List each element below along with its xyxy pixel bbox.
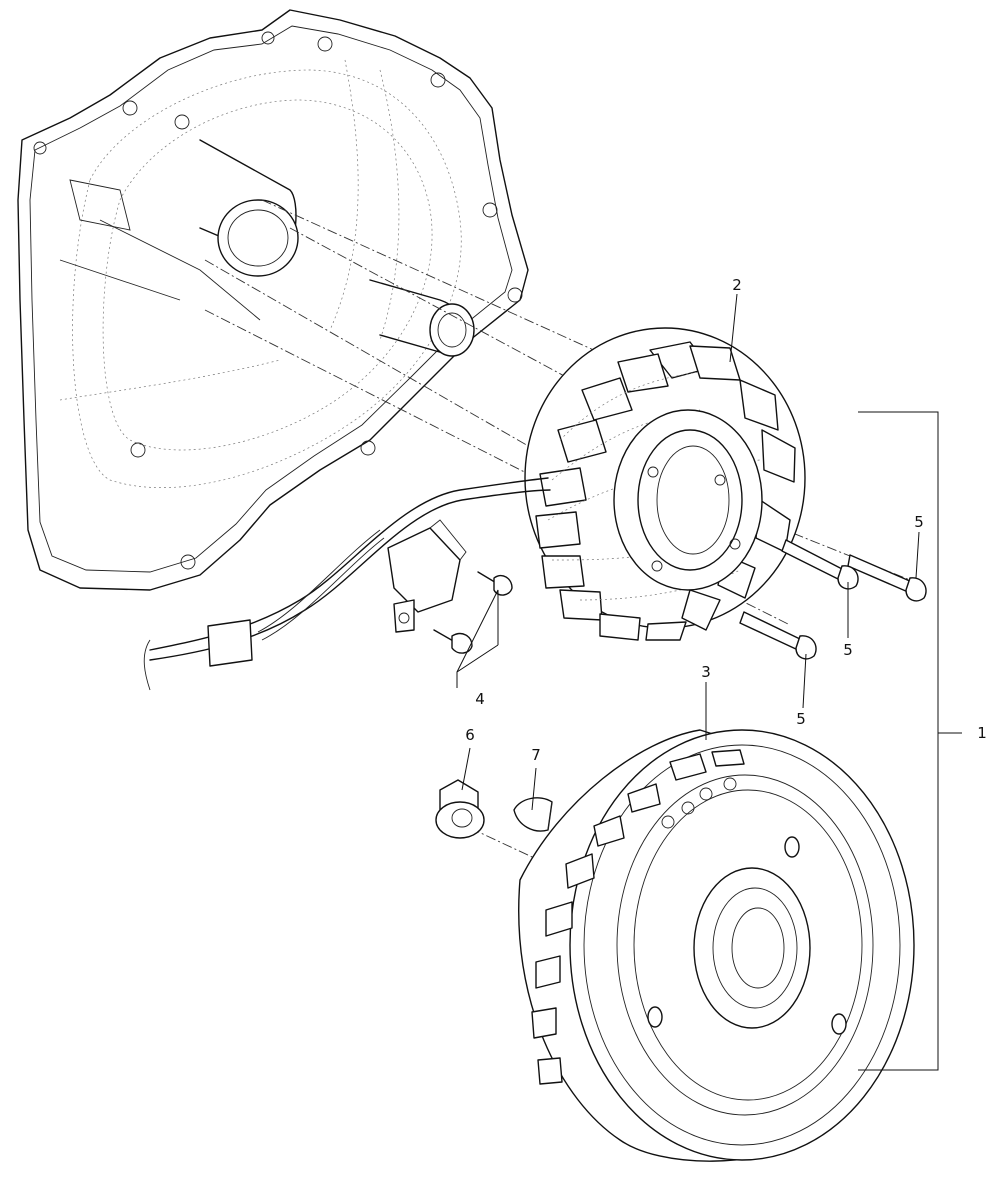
callout-pickup-screws: 4 bbox=[475, 690, 485, 708]
wiring-harness bbox=[143, 477, 551, 691]
callout-bolt-upper: 5 bbox=[914, 513, 924, 531]
callout-rotor: 3 bbox=[701, 663, 711, 681]
engine-cover-housing bbox=[17, 9, 529, 591]
pickup-screw-upper bbox=[477, 571, 513, 596]
rotor-cooling-vents bbox=[531, 749, 745, 1085]
callout-labels: 1 2 3 4 5 5 5 6 7 bbox=[465, 276, 987, 764]
leader-lines bbox=[456, 293, 962, 1071]
callout-key: 7 bbox=[531, 746, 541, 764]
pickup-screw-lower bbox=[433, 629, 473, 654]
callout-nut: 6 bbox=[465, 726, 475, 744]
flange-nut bbox=[435, 779, 485, 839]
callout-bolt-middle: 5 bbox=[843, 641, 853, 659]
flywheel-rotor bbox=[518, 729, 915, 1162]
stator bbox=[524, 327, 806, 641]
stator-bolt-lower bbox=[739, 611, 817, 660]
stator-poles bbox=[535, 341, 796, 641]
stator-bolt-upper bbox=[847, 554, 927, 602]
callout-assembly: 1 bbox=[977, 724, 987, 742]
callout-stator: 2 bbox=[732, 276, 742, 294]
stator-bolt-middle bbox=[781, 539, 859, 590]
woodruff-key bbox=[513, 797, 553, 832]
pickup-sensor bbox=[387, 519, 467, 633]
callout-bolt-lower: 5 bbox=[796, 710, 806, 728]
